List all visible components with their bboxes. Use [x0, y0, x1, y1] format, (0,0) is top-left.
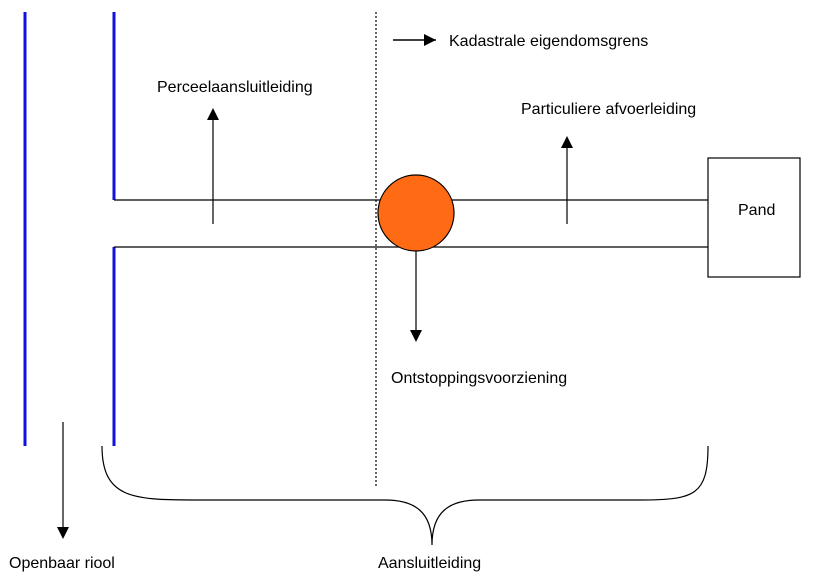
building-box: [707, 157, 801, 278]
parcel-connection-arrowhead: [207, 108, 219, 120]
cadastral-boundary-label: Kadastrale eigendomsgrens: [449, 33, 649, 50]
parcel-connection-label: Perceelaansluitleiding: [157, 79, 313, 96]
public-sewer-arrowhead: [57, 527, 69, 539]
private-drain-label: Particuliere afvoerleiding: [521, 101, 697, 118]
cadastral-boundary-arrowhead: [424, 34, 436, 46]
private-drain-arrowhead: [561, 136, 573, 148]
unblocking-facility-label: Ontstoppingsvoorziening: [391, 370, 568, 387]
unblocking-facility-circle: [377, 174, 455, 252]
unblocking-facility-arrowhead: [410, 330, 422, 342]
connection-pipe-brace: [101, 445, 709, 546]
public-sewer-label: Openbaar riool: [9, 555, 115, 572]
connection-pipe-label: Aansluitleiding: [378, 555, 482, 572]
building-label: Pand: [738, 202, 776, 219]
